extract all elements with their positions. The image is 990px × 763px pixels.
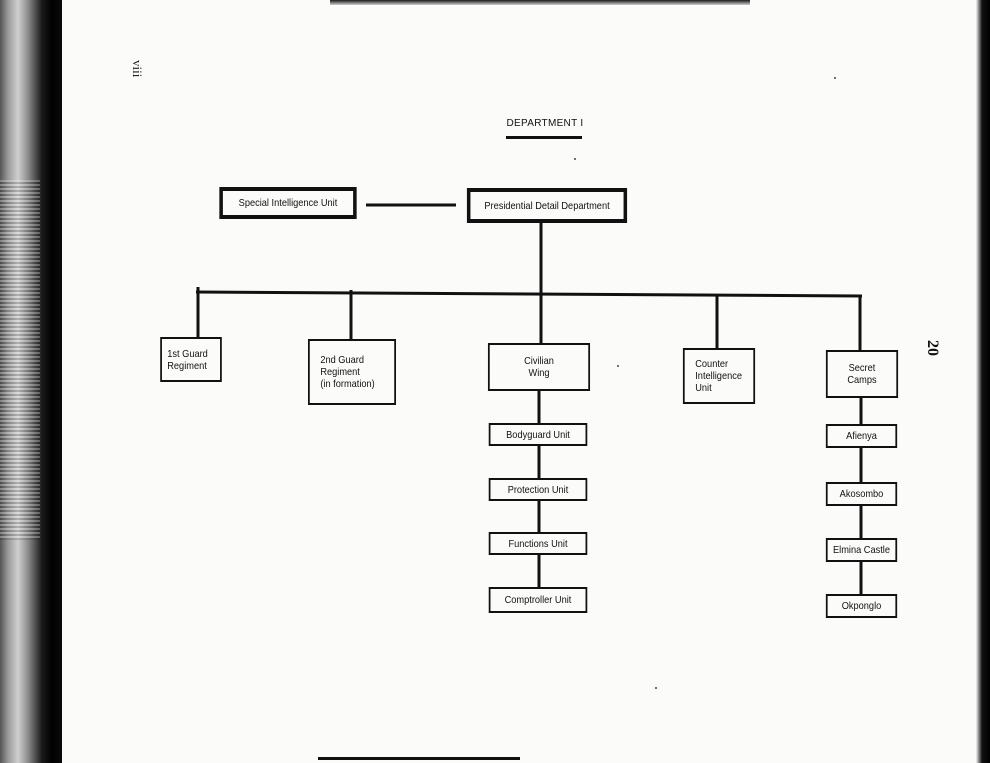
counter-intelligence-unit-box: Counter Intelligence Unit [682,348,756,404]
okponglo-box: Okponglo [825,594,898,618]
functions-unit-box: Functions Unit [488,532,588,555]
scan-speck [617,365,619,367]
first-guard-regiment-box: 1st Guard Regiment [160,337,222,382]
scan-speck [655,687,657,689]
civilian-wing-box: Civilian Wing [487,343,591,391]
connector-horizontal-bar [195,290,863,298]
afienya-box: Afienya [825,424,898,448]
scan-binding-shadow [0,0,62,763]
scan-speck [834,77,836,79]
protection-unit-box: Protection Unit [488,478,588,501]
bodyguard-unit-box: Bodyguard Unit [488,423,588,446]
title-underline [506,136,582,139]
scan-noise [0,180,40,540]
bottom-rule [318,757,520,760]
presidential-detail-department-box: Presidential Detail Department [466,188,628,223]
scan-right-edge [976,0,990,763]
comptroller-unit-box: Comptroller Unit [488,587,588,613]
chart-title: DEPARTMENT I [506,118,584,129]
scan-top-edge [330,0,750,5]
elmina-castle-box: Elmina Castle [825,538,898,562]
akosombo-box: Akosombo [825,482,898,506]
scan-speck [574,158,576,160]
secret-camps-box: Secret Camps [825,350,899,398]
special-intelligence-unit-box: Special Intelligence Unit [219,187,357,219]
second-guard-regiment-box: 2nd Guard Regiment (in formation) [308,339,396,405]
